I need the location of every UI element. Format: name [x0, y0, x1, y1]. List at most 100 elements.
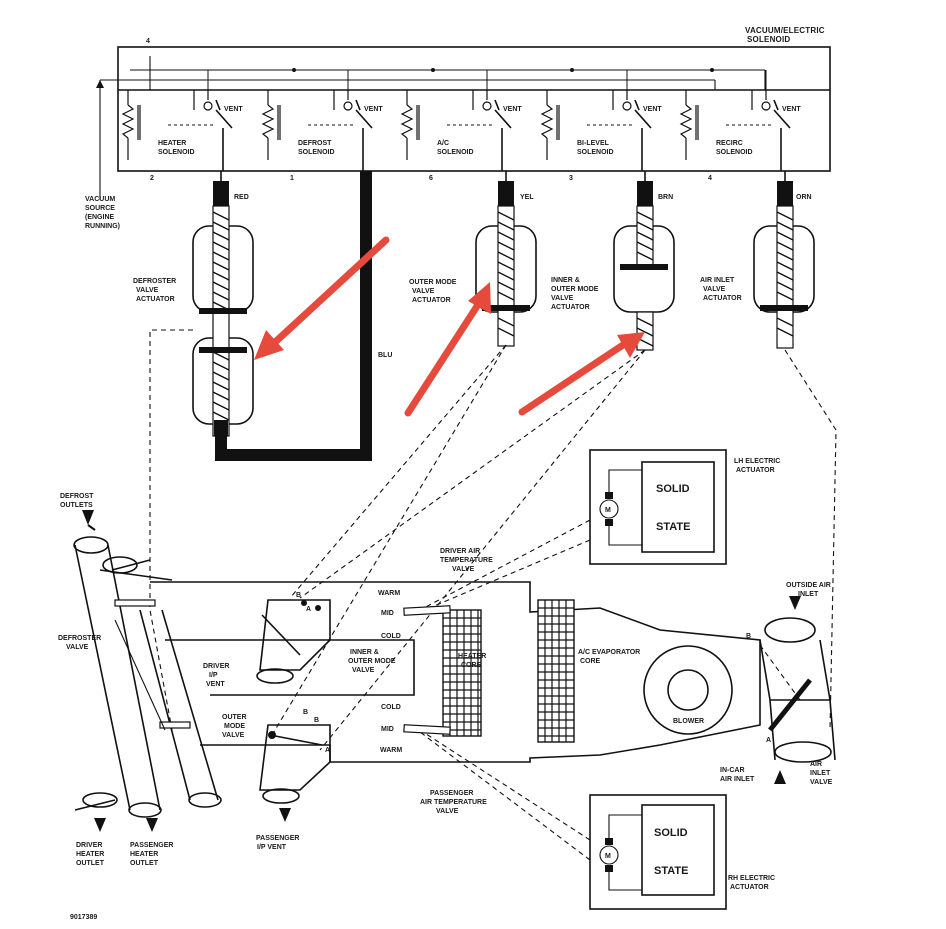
io-valve-letter-a2: A — [325, 747, 330, 754]
defroster-valve-label-2: VALVE — [66, 644, 89, 651]
passenger-heater-outlet-label-3: OUTLET — [130, 860, 159, 867]
blower — [643, 645, 733, 735]
outer-mode-valve-label-2: MODE — [224, 723, 245, 730]
heater-core-label-2: CORE — [461, 662, 482, 669]
pass-warm-label: WARM — [380, 747, 402, 754]
passenger-air-temp-label-3: VALVE — [436, 808, 459, 815]
passenger-air-temp-label-1: PASSENGER — [430, 790, 473, 797]
pass-mid-label: MID — [381, 726, 394, 733]
outside-air-inlet-label-1: OUTSIDE AIR — [786, 582, 831, 589]
in-car-air-inlet-label-2: AIR INLET — [720, 776, 755, 783]
passenger-heater-outlet-label-2: HEATER — [130, 851, 158, 858]
lh-motor-icon — [599, 499, 619, 519]
highlight-arrow-defroster — [268, 236, 390, 349]
pass-cold-label: COLD — [381, 704, 401, 711]
heater-core-label-1: HEATER — [458, 653, 486, 660]
driver-mid-label: MID — [381, 610, 394, 617]
lh-state-label: STATE — [656, 521, 690, 533]
vent-label: VENT — [503, 106, 522, 113]
rh-motor-label: M — [605, 853, 611, 860]
driver-warm-label: WARM — [378, 590, 400, 597]
highlight-arrowhead-defroster — [254, 330, 284, 360]
passenger-heater-outlet-label-1: PASSENGER — [130, 842, 173, 849]
ac-evaporator-core — [537, 599, 575, 743]
linkage-lines — [149, 329, 837, 861]
inner-outer-valve-label-3: VALVE — [352, 667, 375, 674]
driver-air-temp-label-1: DRIVER AIR — [440, 548, 480, 555]
blower-label: BLOWER — [673, 718, 704, 725]
io-valve-letter-b3: B — [314, 717, 319, 724]
vacuum-source-1: VACUUM — [85, 196, 115, 203]
vent-label: VENT — [364, 106, 383, 113]
lh-solid-label: SOLID — [656, 483, 690, 495]
hvac-case: HEATER CORE A/C EVAPORATOR CORE BLOWER W… — [58, 493, 836, 867]
solenoid-name: RECIRC — [716, 140, 743, 147]
rh-solid-label: SOLID — [654, 827, 688, 839]
driver-air-temp-label-2: TEMPERATURE — [440, 557, 493, 564]
solenoid-pin: 2 — [150, 175, 154, 182]
air-inlet-section — [759, 617, 836, 763]
hose-red-label: RED — [234, 194, 249, 201]
lh-motor-label: M — [605, 507, 611, 514]
solenoid-name: SOLENOID — [716, 149, 753, 156]
outside-air-inlet-label-2: INLET — [798, 591, 819, 598]
hose-orn-label: ORN — [796, 194, 812, 201]
solenoid-name: BI-LEVEL — [577, 140, 610, 147]
lh-actuator-label-1: LH ELECTRIC — [734, 458, 780, 465]
inner-outer-valve-label-1: INNER & — [350, 649, 379, 656]
inner-outer-actuator-label-3: VALVE — [551, 295, 574, 302]
vent-label: VENT — [643, 106, 662, 113]
vacuum-source-4: RUNNING) — [85, 223, 120, 230]
defroster-actuator-label-1: DEFROSTER — [133, 278, 176, 285]
vent-label: VENT — [782, 106, 801, 113]
air-inlet-letter-b: B — [746, 633, 751, 640]
vacuum-source-3: (ENGINE — [85, 214, 115, 221]
inner-outer-valve-label-2: OUTER MODE — [348, 658, 396, 665]
defroster-valve-actuator: DEFROSTER VALVE ACTUATOR — [133, 205, 254, 437]
io-valve-letter-a1: A — [306, 606, 311, 613]
highlight-arrow-outer-mode — [404, 296, 485, 417]
passenger-ip-vent-label-2: I/P VENT — [257, 844, 287, 851]
rh-state-label: STATE — [654, 865, 688, 877]
footer-code: 9017389 — [70, 914, 97, 921]
lh-electric-actuator: SOLID STATE M LH ELECTRIC ACTUATOR — [589, 449, 780, 565]
rh-motor-icon — [599, 845, 619, 865]
driver-ip-vent-label-1: DRIVER — [203, 663, 229, 670]
driver-heater-outlet-label-1: DRIVER — [76, 842, 102, 849]
solenoid-pack: VACUUM/ELECTRIC SOLENOID 4 VENTHEATERSOL… — [96, 26, 831, 200]
heater-core — [442, 609, 482, 737]
inner-outer-mode-valve-actuator: INNER & OUTER MODE VALVE ACTUATOR — [551, 205, 675, 351]
outer-mode-valve-label-1: OUTER — [222, 714, 247, 721]
solenoid-pin: 6 — [429, 175, 433, 182]
solenoid-pack-title-1: VACUUM/ELECTRIC — [745, 26, 825, 35]
air-inlet-actuator-label-3: ACTUATOR — [703, 295, 742, 302]
driver-cold-label: COLD — [381, 633, 401, 640]
solenoid-name: A/C — [437, 140, 449, 147]
flow-arrows — [82, 510, 801, 832]
hose-brn-label: BRN — [658, 194, 673, 201]
rh-electric-actuator: SOLID STATE M RH ELECTRIC ACTUATOR — [589, 794, 775, 910]
driver-heater-outlet-label-2: HEATER — [76, 851, 104, 858]
passenger-air-temp-label-2: AIR TEMPERATURE — [420, 799, 487, 806]
defroster-actuator-label-2: VALVE — [136, 287, 159, 294]
solenoid-name: DEFROST — [298, 140, 332, 147]
highlight-arrow-inner-outer — [518, 339, 630, 416]
io-valve-letter-b2: B — [303, 709, 308, 716]
outer-mode-actuator-label-3: ACTUATOR — [412, 297, 451, 304]
driver-ip-vent-label-3: VENT — [206, 681, 225, 688]
solenoid-name: SOLENOID — [158, 149, 195, 156]
highlight-arrowhead-inner-outer — [617, 332, 645, 358]
vent-label: VENT — [224, 106, 243, 113]
inner-outer-actuator-label-4: ACTUATOR — [551, 304, 590, 311]
rh-actuator-label-2: ACTUATOR — [730, 884, 769, 891]
inner-outer-actuator-label-1: INNER & — [551, 277, 580, 284]
inner-outer-actuator-label-2: OUTER MODE — [551, 286, 599, 293]
solenoid-pin: 3 — [569, 175, 573, 182]
vacuum-source-2: SOURCE — [85, 205, 115, 212]
